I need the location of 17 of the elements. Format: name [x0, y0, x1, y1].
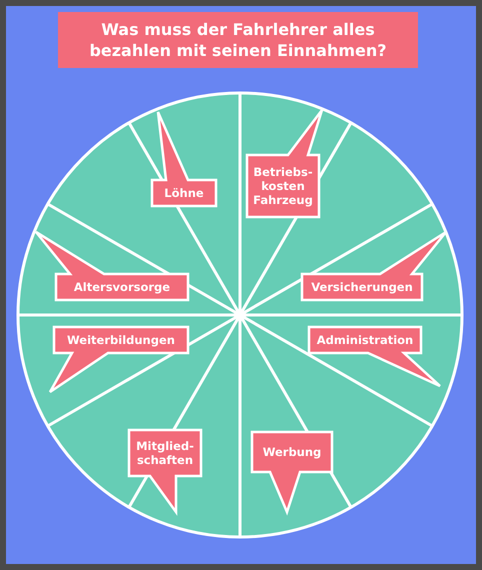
bubble-label: Löhne: [163, 185, 205, 202]
speech-bubble: [48, 325, 190, 394]
bubble-label: Weiterbildungen: [66, 332, 176, 349]
title-banner: Was muss der Fahrlehrer alles bezahlen mit seinen Einnahmen?: [58, 12, 418, 68]
speech-bubble: [250, 430, 334, 514]
bubble-label: Betriebs- kosten Fahrzeug: [252, 164, 314, 209]
bubble-label: Mitglied- schaften: [135, 438, 195, 469]
bubble-label: Altersvorsorge: [72, 279, 172, 296]
speech-bubble: [300, 230, 448, 302]
speech-bubble: [150, 110, 218, 208]
bubble-label: Administration: [316, 332, 414, 349]
bubble-label: Werbung: [262, 444, 322, 461]
speech-bubble: [127, 428, 203, 514]
speech-bubble: [245, 108, 324, 219]
speech-bubble: [34, 230, 190, 302]
speech-bubble: [307, 325, 442, 388]
bubble-label: Versicherungen: [310, 279, 414, 296]
